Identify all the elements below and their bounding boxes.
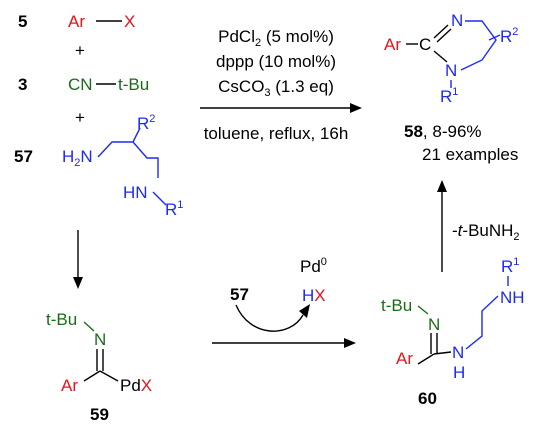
compound-number-57: 57 xyxy=(14,147,33,166)
plus-sign-2: + xyxy=(75,108,85,127)
middle-step: 57 Pd0 HX xyxy=(212,256,356,348)
curved-arrow-head xyxy=(299,304,310,318)
elimination-label: -t-BuNH2 xyxy=(452,221,520,243)
i59-n: N xyxy=(94,330,106,349)
plus-sign-1: + xyxy=(75,41,85,60)
compound-number-60: 60 xyxy=(418,389,437,408)
i60-r1: R1 xyxy=(501,256,519,276)
base-text: CsCO3 (1.3 eq) xyxy=(218,77,334,99)
tbu-label: t-Bu xyxy=(118,75,149,94)
product-58: Ar C N N R2 R1 58, 8-96% 21 examples xyxy=(384,11,518,164)
i59-c-pd-bond xyxy=(99,370,119,382)
compound-number-5: 5 xyxy=(18,12,27,31)
curved-arrow xyxy=(235,304,304,332)
pd0-label: Pd0 xyxy=(300,256,327,276)
intermediate-60: t-Bu N Ar N H NH R1 60 xyxy=(381,256,525,408)
i60-n-imine: N xyxy=(428,315,440,334)
h2n-n: N xyxy=(80,147,92,166)
product-n2: N xyxy=(445,61,457,80)
reagent-aryl-halide: 5 Ar X xyxy=(18,12,135,31)
product-ar: Ar xyxy=(384,35,401,54)
product-n1: N xyxy=(451,11,463,30)
h2n-sub: 2 xyxy=(74,157,80,169)
diamine-chain xyxy=(97,141,159,178)
h2n-label: H2N xyxy=(62,147,93,169)
reagent-diamine: 57 H2N R2 HN R1 xyxy=(14,113,183,219)
cn-double-bond-b xyxy=(436,28,452,43)
cn-label: CN xyxy=(68,75,93,94)
i60-tbu: t-Bu xyxy=(381,296,412,315)
compound-number-3: 3 xyxy=(18,75,27,94)
diamine-r1: R1 xyxy=(165,199,183,219)
i59-tbu: t-Bu xyxy=(46,310,77,329)
i60-ar: Ar xyxy=(396,349,413,368)
product-c: C xyxy=(419,35,431,54)
ligand-text: dppp (10 mol%) xyxy=(216,52,336,71)
intermediate-59: t-Bu N Ar PdX 59 xyxy=(46,310,152,424)
ring-backbone xyxy=(460,20,497,71)
main-arrow-head xyxy=(350,103,362,113)
diamine-hn: HN xyxy=(123,183,148,202)
reaction-conditions: PdCl2 (5 mol%) dppp (10 mol%) CsCO3 (1.3… xyxy=(204,27,349,143)
i59-c-ar-bond xyxy=(83,370,101,382)
i59-pd: Pd xyxy=(120,376,141,395)
cn-double-bond-a xyxy=(433,24,449,39)
down-arrow-head xyxy=(73,277,83,289)
middle-arrow-head xyxy=(344,338,356,348)
i60-tbu-n-bond xyxy=(417,305,429,315)
i60-c-ar-bond xyxy=(417,353,435,365)
diamine-r2: R2 xyxy=(137,113,155,133)
halide-label: X xyxy=(124,12,135,31)
ring-r2-bond xyxy=(488,34,501,41)
compound-number-59: 59 xyxy=(90,405,109,424)
aryl-label: Ar xyxy=(68,12,85,31)
product-r1: R1 xyxy=(440,86,458,106)
i60-nh: NH xyxy=(500,288,525,307)
i60-ethylene-chain xyxy=(465,295,499,350)
h2n-h: H xyxy=(62,147,74,166)
product-examples: 21 examples xyxy=(422,145,518,164)
c-n2-bond xyxy=(433,50,448,63)
i60-nh-h: H xyxy=(453,363,465,382)
i59-ar: Ar xyxy=(61,376,78,395)
elimination-arrow-head xyxy=(437,180,447,192)
catalyst-text: PdCl2 (5 mol%) xyxy=(218,27,334,49)
diamine-nr1-bond xyxy=(152,191,167,206)
diamine-r2-bond xyxy=(132,127,141,143)
i60-nh-n: N xyxy=(452,343,464,362)
i60-c-n-bond xyxy=(433,351,452,355)
product-r2: R2 xyxy=(500,26,518,46)
i59-pdx: PdX xyxy=(120,376,152,395)
reagent-isocyanide: 3 CN t-Bu xyxy=(18,75,149,94)
hx-label: HX xyxy=(302,286,326,305)
i59-x: X xyxy=(141,376,152,395)
middle-57: 57 xyxy=(230,285,249,304)
product-yield: 58, 8-96% xyxy=(404,122,482,141)
solvent-text: toluene, reflux, 16h xyxy=(204,124,349,143)
i59-tbu-n-bond xyxy=(83,321,95,332)
product-number-58: 58 xyxy=(404,122,423,141)
